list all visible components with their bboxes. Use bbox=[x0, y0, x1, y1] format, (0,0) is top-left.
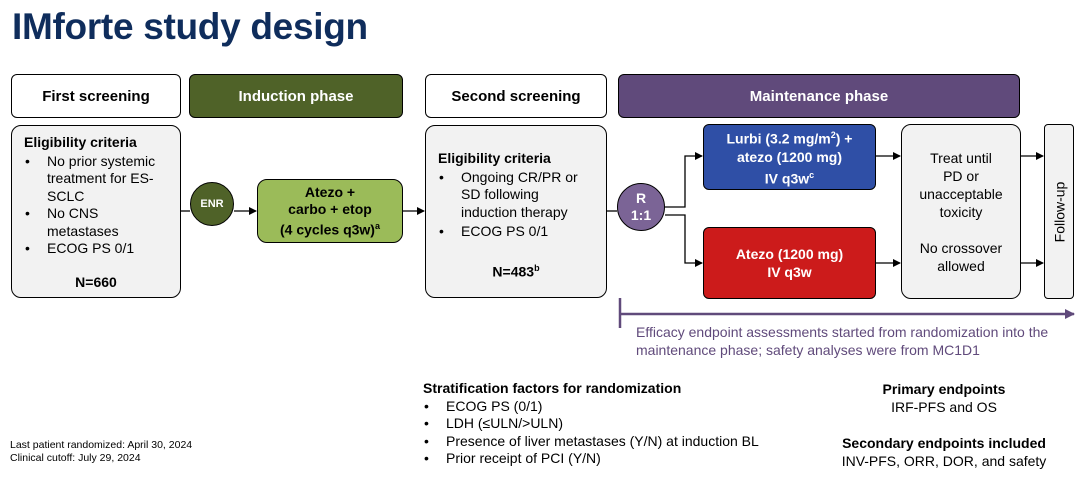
eligibility-heading: Eligibility criteria bbox=[438, 150, 551, 166]
phase-header-first-screening: First screening bbox=[11, 74, 181, 118]
arm-line: IV q3w bbox=[764, 170, 810, 187]
stratification-item: Prior receipt of PCI (Y/N) bbox=[424, 450, 823, 468]
arm-lurbi-atezo: Lurbi (3.2 mg/m2) + atezo (1200 mg) IV q… bbox=[703, 124, 876, 190]
footnote-marker: c bbox=[809, 170, 815, 180]
randomization-node: R 1:1 bbox=[617, 183, 665, 231]
randomization-label: R bbox=[635, 190, 647, 206]
eligibility-heading: Eligibility criteria bbox=[24, 134, 137, 150]
efficacy-note: Efficacy endpoint assessments started fr… bbox=[636, 324, 1049, 358]
first-screening-box: Eligibility criteria No prior systemic t… bbox=[11, 125, 181, 298]
arrow-r-branch-bottom bbox=[665, 214, 703, 267]
stratification-item: Presence of liver metastases (Y/N) at in… bbox=[424, 433, 823, 451]
eligibility-item: Ongoing CR/PR or SD following induction … bbox=[439, 169, 596, 222]
enrolled-count: N=660 bbox=[75, 274, 117, 290]
eligibility-list: No prior systemic treatment for ES-SCLC … bbox=[24, 153, 170, 258]
arrow-r-branch-top bbox=[665, 152, 703, 208]
induction-line: carbo + etop bbox=[288, 200, 372, 217]
eligibility-list: Ongoing CR/PR or SD following induction … bbox=[438, 169, 596, 241]
eligibility-item: ECOG PS 0/1 bbox=[25, 240, 170, 258]
arm-line: Lurbi (3.2 mg/m bbox=[726, 131, 831, 147]
stratification-item: LDH (≤ULN/>ULN) bbox=[424, 415, 823, 433]
arm-line: IV q3w bbox=[767, 264, 812, 280]
induction-treatment-box: Atezo + carbo + etop (4 cycles q3w)a bbox=[257, 179, 403, 243]
enrollment-label: ENR bbox=[200, 198, 224, 210]
phase-header-label: First screening bbox=[42, 87, 150, 105]
induction-line: (4 cycles q3w) bbox=[280, 221, 375, 238]
phase-header-label: Second screening bbox=[451, 87, 581, 105]
footnote-marker: b bbox=[534, 263, 540, 273]
eligibility-item: No CNS metastases bbox=[25, 205, 170, 240]
stratification-item: ECOG PS (0/1) bbox=[424, 398, 823, 416]
phase-header-second-screening: Second screening bbox=[425, 74, 607, 118]
footnote-cutoff: Clinical cutoff: July 29, 2024 bbox=[10, 452, 141, 464]
footnote-randomized: Last patient randomized: April 30, 2024 bbox=[10, 439, 193, 451]
eligibility-item: No prior systemic treatment for ES-SCLC bbox=[25, 153, 170, 206]
randomized-count-value: N=483 bbox=[492, 263, 535, 280]
stratification-list: ECOG PS (0/1) LDH (≤ULN/>ULN) Presence o… bbox=[423, 398, 823, 468]
follow-up-box: Follow-up bbox=[1044, 124, 1074, 299]
second-screening-box: Eligibility criteria Ongoing CR/PR or SD… bbox=[425, 125, 607, 298]
treat-line: No crossover bbox=[919, 239, 1003, 256]
treat-line: PD or bbox=[943, 167, 979, 184]
eligibility-item: ECOG PS 0/1 bbox=[439, 223, 596, 241]
randomized-count: N=483b bbox=[426, 260, 606, 281]
phase-header-label: Maintenance phase bbox=[749, 87, 889, 105]
footnote-marker: a bbox=[374, 220, 380, 231]
arm-line: ) + bbox=[835, 131, 853, 147]
treat-line: unacceptable bbox=[919, 185, 1003, 202]
randomization-ratio: 1:1 bbox=[630, 207, 652, 223]
induction-line: Atezo + bbox=[304, 183, 356, 200]
arm-atezo: Atezo (1200 mg) IV q3w bbox=[703, 227, 876, 299]
treat-line: allowed bbox=[937, 257, 985, 274]
secondary-endpoints: Secondary endpoints included INV-PFS, OR… bbox=[824, 434, 1064, 470]
phase-header-maintenance: Maintenance phase bbox=[618, 74, 1020, 118]
treat-line: Treat until bbox=[930, 149, 992, 166]
superscript: 2 bbox=[830, 130, 836, 141]
page-title: IMforte study design bbox=[12, 6, 368, 47]
stratification-heading: Stratification factors for randomization bbox=[423, 380, 682, 396]
primary-endpoints-heading: Primary endpoints bbox=[882, 381, 1006, 397]
stratification-factors: Stratification factors for randomization… bbox=[423, 380, 823, 468]
secondary-endpoints-heading: Secondary endpoints included bbox=[842, 435, 1046, 451]
arm-line: Atezo (1200 mg) bbox=[735, 246, 844, 262]
arm-line: atezo (1200 mg) bbox=[736, 149, 843, 165]
secondary-endpoints-text: INV-PFS, ORR, DOR, and safety bbox=[841, 453, 1047, 469]
primary-endpoints: Primary endpoints IRF-PFS and OS bbox=[840, 380, 1048, 416]
phase-header-induction: Induction phase bbox=[189, 74, 403, 118]
treatment-duration-box: Treat until PD or unacceptable toxicity … bbox=[901, 124, 1021, 299]
phase-header-label: Induction phase bbox=[238, 87, 354, 105]
treat-line: toxicity bbox=[939, 203, 983, 220]
enrollment-node: ENR bbox=[190, 182, 234, 226]
footnotes: Last patient randomized: April 30, 2024 … bbox=[10, 439, 192, 465]
primary-endpoints-text: IRF-PFS and OS bbox=[891, 399, 997, 415]
